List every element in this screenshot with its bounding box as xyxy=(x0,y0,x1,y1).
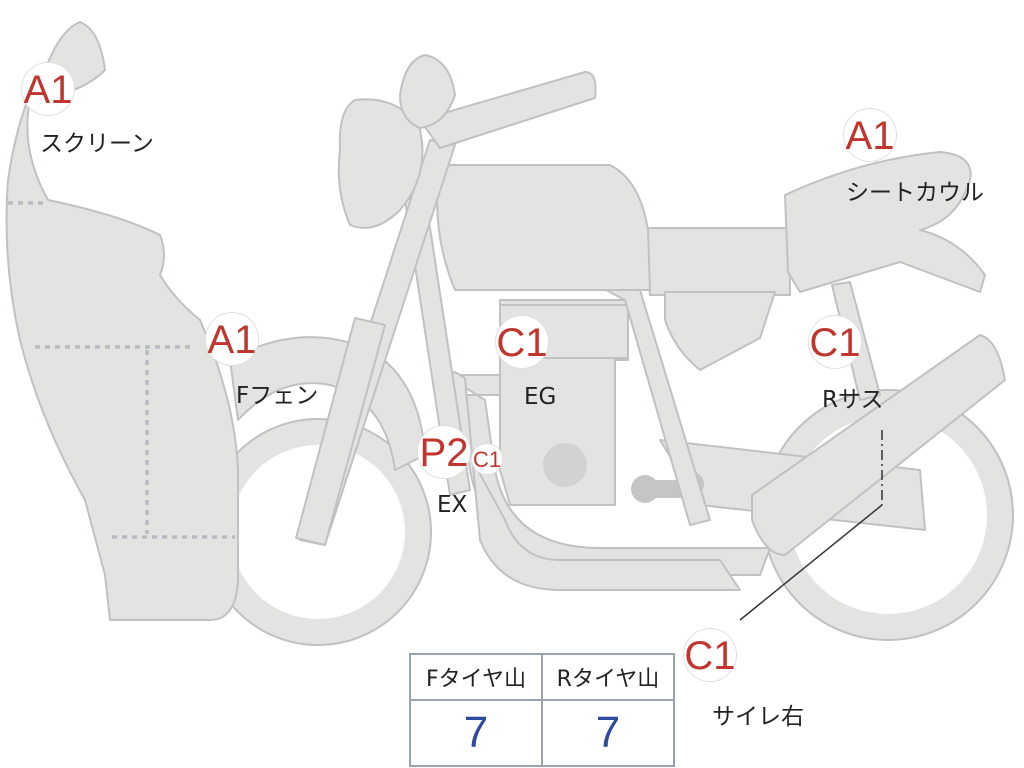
front-tire-header: Fタイヤ山 xyxy=(409,653,543,701)
handlebar xyxy=(419,71,597,149)
rear-tire-value: 7 xyxy=(541,699,675,767)
rear-suspension-callout: C1 xyxy=(808,315,862,369)
fairing xyxy=(5,21,239,621)
front-fender-grade-badge: A1 xyxy=(205,312,259,366)
seat-cowl-label: シートカウル xyxy=(846,180,984,206)
seat-cowl-grade-badge: A1 xyxy=(843,108,897,162)
seat-cowl xyxy=(784,151,986,293)
screen-grade-badge: A1 xyxy=(21,62,75,116)
engine-grade-badge: C1 xyxy=(495,315,549,369)
screen-callout: A1 xyxy=(21,62,75,116)
rear-suspension-grade-badge: C1 xyxy=(808,315,862,369)
exhaust-callout: P2 xyxy=(417,425,471,479)
exhaust-label: EX xyxy=(437,492,468,518)
exhaust-sub-grade-badge: C1 xyxy=(471,443,503,475)
seat-cowl-callout: A1 xyxy=(843,108,897,162)
front-fender-label: Fフェン xyxy=(236,383,319,409)
screen-label: スクリーン xyxy=(40,131,154,157)
silencer-callout: C1 xyxy=(683,628,737,682)
seat xyxy=(639,227,791,296)
mirror xyxy=(399,54,456,129)
engine-cover xyxy=(543,443,587,487)
tire-tread-table: Fタイヤ山 Rタイヤ山 7 7 xyxy=(409,653,675,767)
exhaust-grade-badge: P2 xyxy=(417,425,471,479)
silencer-grade-badge: C1 xyxy=(683,628,737,682)
fuel-tank xyxy=(436,164,651,291)
side-cover xyxy=(664,291,776,371)
exhaust-sub-callout: C1 xyxy=(471,443,503,475)
rear-tire-header: Rタイヤ山 xyxy=(541,653,675,701)
footpeg-end-left xyxy=(631,475,659,503)
silencer-label: サイレ右 xyxy=(712,704,804,730)
fork-lower xyxy=(295,317,386,546)
engine-label: EG xyxy=(524,384,557,410)
silencer-leader xyxy=(739,504,883,621)
table-header-row: Fタイヤ山 Rタイヤ山 xyxy=(409,653,675,701)
rear-suspension-label: Rサス xyxy=(822,387,884,413)
front-fender-callout: A1 xyxy=(205,312,259,366)
front-tire-value: 7 xyxy=(409,699,543,767)
silencer xyxy=(751,334,1006,556)
engine-callout: C1 xyxy=(495,315,549,369)
table-value-row: 7 7 xyxy=(409,699,675,767)
